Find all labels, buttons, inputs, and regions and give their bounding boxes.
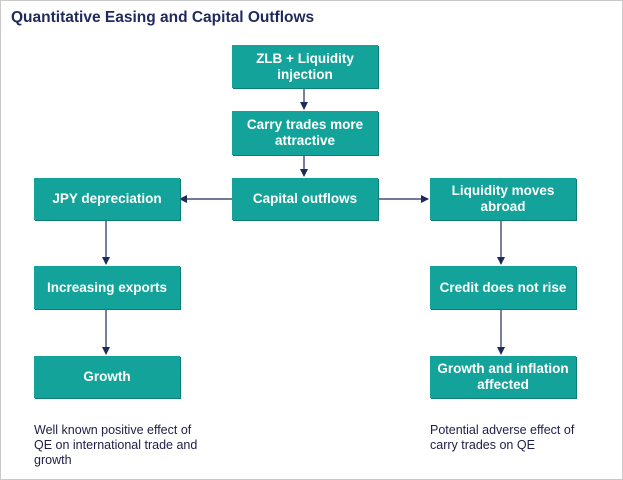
box-growth-inflation-affected: Growth and inflation affected xyxy=(430,356,576,398)
box-liquidity-label: Liquidity moves abroad xyxy=(451,183,555,214)
box-jpy-label: JPY depreciation xyxy=(52,191,162,206)
box-carry-label: Carry trades more attractive xyxy=(246,117,364,148)
box-capital-outflows: Capital outflows xyxy=(232,178,378,220)
box-capital-label: Capital outflows xyxy=(252,191,358,206)
box-liquidity-moves-abroad: Liquidity moves abroad xyxy=(430,178,576,220)
note-right: Potential adverse effect of carry trades… xyxy=(430,423,575,452)
box-exports-label: Increasing exports xyxy=(46,279,168,295)
box-credit-does-not-rise: Credit does not rise xyxy=(430,266,576,309)
box-growth-left: Growth xyxy=(34,356,180,398)
box-zlb-liquidity-injection: ZLB + Liquidity injection xyxy=(232,45,378,88)
note-left: Well known positive effect of QE on inte… xyxy=(34,423,198,467)
box-carry-trades: Carry trades more attractive xyxy=(232,111,378,155)
box-zlb-label: ZLB + Liquidity injection xyxy=(256,50,354,82)
box-growth-left-label: Growth xyxy=(83,369,131,384)
box-jpy-depreciation: JPY depreciation xyxy=(34,178,180,220)
box-increasing-exports: Increasing exports xyxy=(34,266,180,309)
box-credit-label: Credit does not rise xyxy=(439,279,567,295)
box-growth-right-label: Growth and inflation affected xyxy=(437,361,569,392)
diagram-title: Quantitative Easing and Capital Outflows xyxy=(11,9,315,26)
